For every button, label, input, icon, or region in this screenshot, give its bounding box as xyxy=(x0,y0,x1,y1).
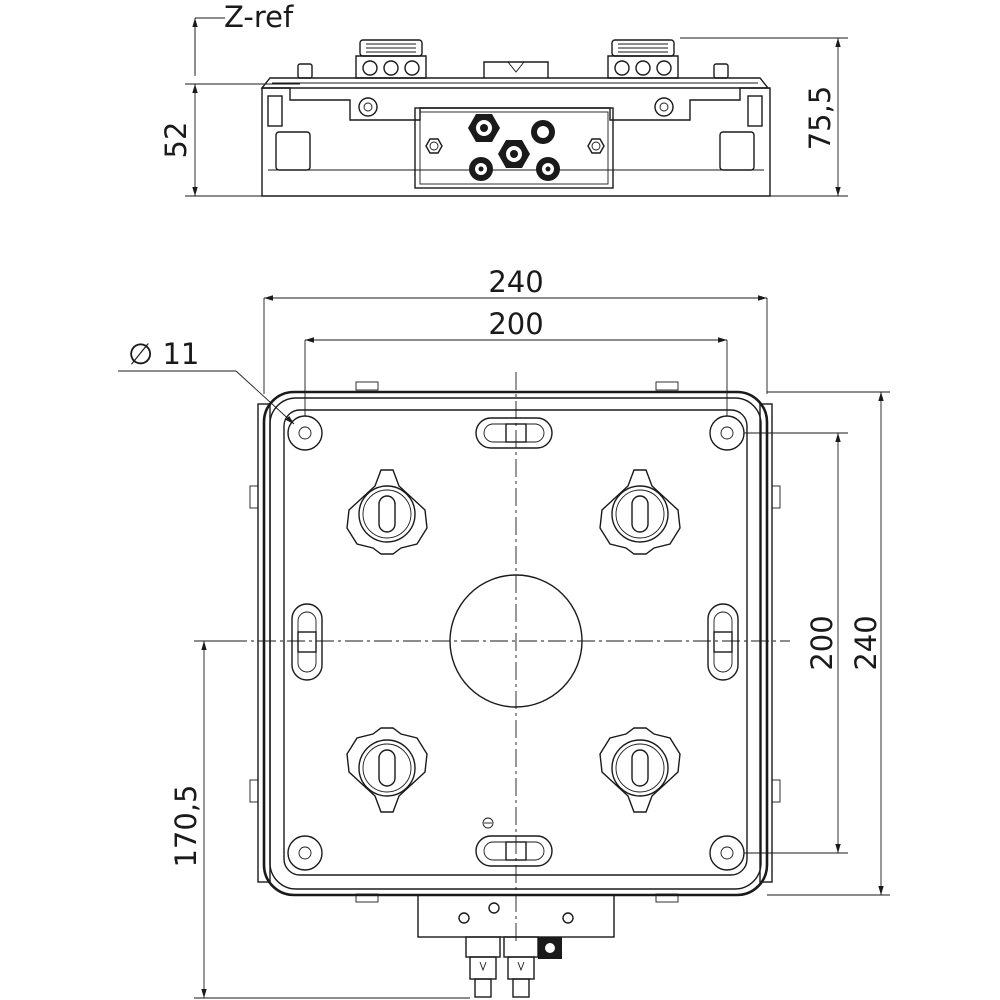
top-view xyxy=(200,372,790,998)
clamp-module-top-right xyxy=(599,469,681,555)
dim-240-top-label: 240 xyxy=(488,265,543,299)
dim-170-5-label: 170,5 xyxy=(169,784,203,867)
dim-200-right-label: 200 xyxy=(805,615,839,670)
dim-75-5-label: 75,5 xyxy=(803,86,837,151)
clamp-module-bottom-left xyxy=(346,727,428,813)
slot-locators xyxy=(291,417,739,867)
z-ref-label: Z-ref xyxy=(224,0,294,34)
clamp-module-top-left xyxy=(346,469,428,555)
top-view-dimensions: 240 200 ∅ 11 200 240 170,5 xyxy=(118,265,890,999)
dim-200-top-label: 200 xyxy=(488,307,543,341)
dim-52-label: 52 xyxy=(159,122,193,159)
dim-diameter-label: ∅ 11 xyxy=(128,337,199,371)
side-view xyxy=(260,39,771,197)
side-view-dimensions: Z-ref 52 75,5 xyxy=(159,0,848,197)
clamp-module-bottom-right xyxy=(599,727,681,813)
dim-240-right-label: 240 xyxy=(849,615,883,670)
